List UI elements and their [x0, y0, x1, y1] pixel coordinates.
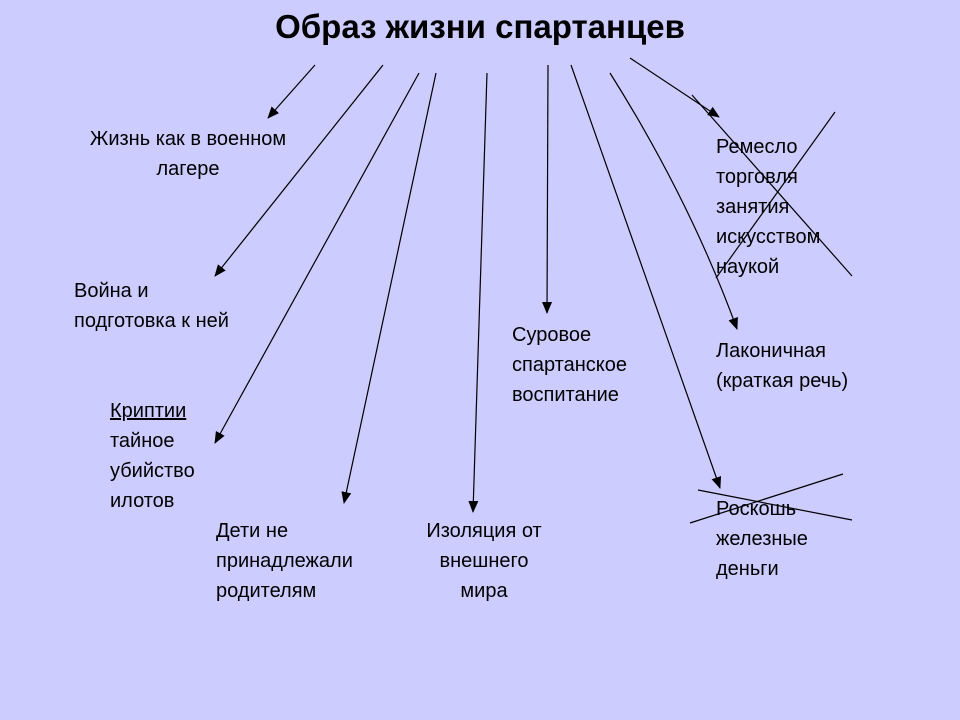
node-war: Война и подготовка к ней	[74, 276, 229, 336]
node-line: наукой	[716, 256, 780, 278]
cross-out-line-crafts	[715, 111, 836, 279]
node-line: Жизнь как в военном	[89, 128, 287, 150]
arrow-to-upbringing	[542, 64, 553, 314]
node-line: убийство	[110, 460, 195, 482]
node-luxury: Роскошь железные деньги	[716, 494, 808, 584]
arrow-to-isolation	[468, 72, 488, 513]
node-line: (краткая речь)	[716, 370, 849, 392]
node-krypteia: Криптии тайное убийство илотов	[110, 396, 195, 516]
node-line: тайное	[110, 430, 175, 452]
cross-out-line-luxury	[689, 473, 844, 524]
node-line: Ремесло	[716, 136, 798, 158]
cross-out-line-crafts	[691, 94, 853, 277]
node-line: подготовка к ней	[74, 310, 229, 332]
node-line: Криптии	[110, 400, 187, 422]
node-line: деньги	[716, 558, 779, 580]
node-line: Дети не	[216, 520, 289, 542]
node-line: Роскошь	[716, 498, 797, 520]
node-line: воспитание	[512, 384, 619, 406]
node-line: Суровое	[512, 324, 592, 346]
node-military-camp: Жизнь как в военном лагере	[68, 124, 308, 184]
node-children: Дети не принадлежали родителям	[216, 516, 353, 606]
node-line: внешнего	[439, 550, 529, 572]
node-line: железные	[716, 528, 808, 550]
node-line: илотов	[110, 490, 175, 512]
node-line: спартанское	[512, 354, 627, 376]
node-line: торговля	[716, 166, 798, 188]
node-line: принадлежали	[216, 550, 353, 572]
node-upbringing: Суровое спартанское воспитание	[512, 320, 627, 410]
arrow-to-children	[341, 72, 437, 504]
node-line: Война и	[74, 280, 149, 302]
arrow-to-laconic	[609, 72, 738, 330]
node-line: мира	[460, 580, 508, 602]
diagram-title: Образ жизни спартанцев	[275, 8, 685, 45]
node-line: Лаконичная	[716, 340, 826, 362]
arrow-to-crafts	[629, 57, 720, 118]
arrow-to-war	[214, 64, 384, 277]
arrow-to-krypteia	[214, 72, 420, 444]
cross-out-line-luxury	[697, 489, 853, 521]
node-line: Изоляция от	[426, 520, 542, 542]
node-isolation: Изоляция от внешнего мира	[410, 516, 558, 606]
node-line: родителям	[216, 580, 317, 602]
arrow-to-military-camp	[267, 64, 316, 119]
node-laconic: Лаконичная (краткая речь)	[716, 336, 848, 396]
arrow-to-luxury	[570, 64, 722, 489]
node-line: лагере	[156, 158, 220, 180]
